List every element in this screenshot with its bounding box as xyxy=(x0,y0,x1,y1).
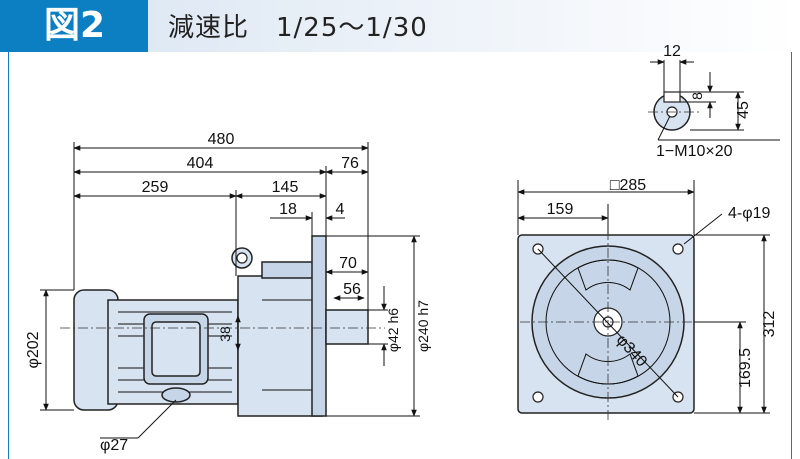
drawing-frame xyxy=(8,52,792,459)
dim-56: 56 xyxy=(343,281,361,298)
keyway xyxy=(663,91,681,103)
shaft-detail: 12 8 45 1−M10×20 xyxy=(648,43,780,160)
dim-480: 480 xyxy=(208,131,235,148)
figure-header: 図2 減速比 1/25～1/30 xyxy=(0,0,800,52)
dim-159: 159 xyxy=(547,201,574,218)
terminal-box-cover xyxy=(151,321,201,377)
gear-housing xyxy=(237,275,323,417)
dim-169-5: 169.5 xyxy=(737,348,754,388)
output-flange xyxy=(311,235,327,417)
dim-8: 8 xyxy=(689,92,705,100)
cable-gland xyxy=(161,387,191,403)
dim-70: 70 xyxy=(339,255,357,272)
figure-title: 減速比 1/25～1/30 xyxy=(168,13,428,43)
dim-phi27: φ27 xyxy=(100,437,128,454)
dim-phi202: φ202 xyxy=(25,331,42,368)
dim-tap: 1−M10×20 xyxy=(656,143,733,160)
dim-holes: 4-φ19 xyxy=(728,205,771,222)
output-shaft xyxy=(325,309,369,345)
mounting-holes xyxy=(532,243,684,403)
dim-38: 38 xyxy=(217,326,233,342)
dim-4: 4 xyxy=(336,201,345,218)
dim-312: 312 xyxy=(761,311,778,338)
dim-259: 259 xyxy=(142,179,169,196)
dim-404: 404 xyxy=(187,155,214,172)
dim-45: 45 xyxy=(735,101,752,119)
dim-76: 76 xyxy=(341,155,359,172)
dim-145: 145 xyxy=(272,179,299,196)
figure-label: 図2 xyxy=(44,5,106,46)
dim-phi42: φ42 h6 xyxy=(385,308,401,352)
dim-18: 18 xyxy=(279,201,297,218)
dim-12: 12 xyxy=(663,43,681,60)
dim-phi240: φ240 h7 xyxy=(415,300,431,352)
dim-285: □285 xyxy=(610,177,646,194)
front-view: □285 159 4-φ19 φ340 312 169.5 xyxy=(517,177,778,420)
side-view: 480 404 76 259 145 18 4 70 56 xyxy=(25,131,431,454)
